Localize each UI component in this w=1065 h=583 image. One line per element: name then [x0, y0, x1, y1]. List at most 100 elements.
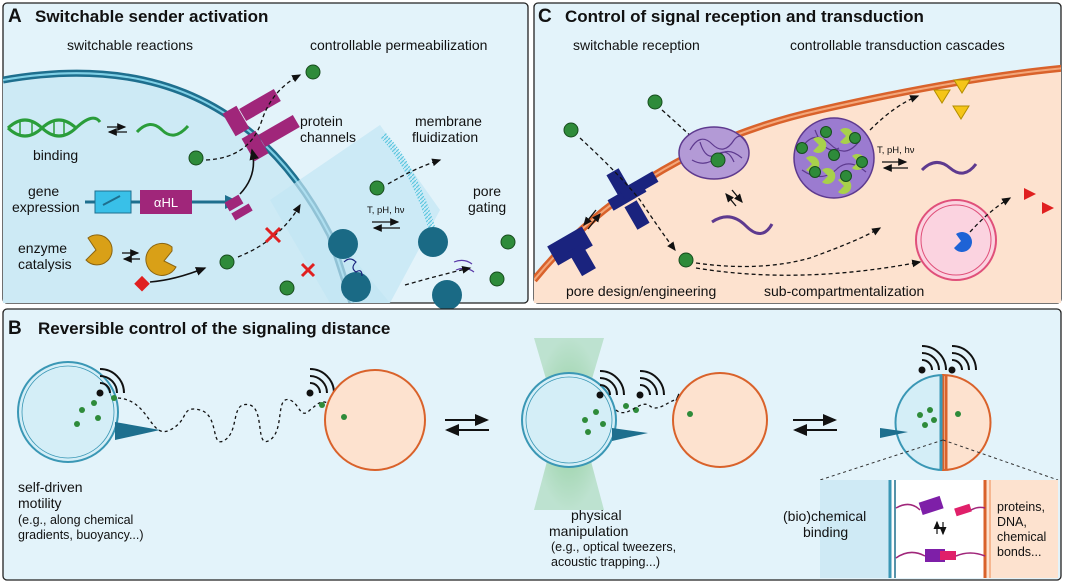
membrane-label-2: fluidization: [412, 129, 478, 145]
blocked-cross-icon: [300, 262, 316, 278]
broadcast-icon: [306, 368, 335, 397]
biochem-label-2: binding: [803, 524, 848, 540]
dna-helix-icon: [6, 116, 102, 138]
pore-closed-top: [328, 229, 358, 259]
biochem-label-1: (bio)chemical: [783, 508, 866, 524]
pore-label-1: pore: [473, 183, 501, 199]
fluid-membrane: [380, 132, 437, 233]
signal-molecule: [319, 402, 325, 408]
yellow-product-icon: [953, 79, 971, 94]
fluid-shade: [270, 125, 440, 303]
broadcast-icon: [918, 345, 947, 374]
receiver-cell: [324, 369, 426, 471]
product-strand-icon: [920, 161, 978, 175]
conditions-label-a: T, pH, hν: [367, 205, 405, 216]
equilibrium-arrows-binding-inset: [933, 520, 947, 536]
gate-plug-icon: [343, 258, 363, 277]
signal-molecule: [341, 414, 347, 420]
single-strand-icon: [135, 123, 190, 137]
signal-molecule: [955, 411, 961, 417]
pore-design-label: pore design/engineering: [566, 283, 716, 299]
binding-inset: [820, 480, 1058, 578]
substrate-icon: [134, 275, 150, 292]
signal-molecule: [369, 180, 385, 196]
panel-c: C Control of signal reception and transd…: [533, 2, 1062, 304]
membrane-label-1: membrane: [415, 113, 482, 129]
broadcast-icon: [596, 370, 625, 399]
pore-open-bottom: [432, 280, 462, 310]
panel-a-letter: A: [8, 6, 22, 27]
pore-open-top: [418, 227, 448, 257]
panel-a-title: Switchable sender activation: [35, 7, 268, 26]
signal-molecule: [305, 64, 321, 80]
proteins-label-2: DNA,: [997, 515, 1027, 529]
equilibrium-arrows-pore: [372, 218, 400, 232]
ahl-gene-box: [140, 190, 192, 214]
pore-label-2: gating: [468, 199, 506, 215]
broadcast-icon: [948, 345, 977, 374]
ahl-label: αHL: [154, 195, 178, 210]
enzyme-label-2: catalysis: [18, 256, 72, 272]
red-product-icon: [1042, 202, 1054, 214]
enzyme-label-1: enzyme: [18, 240, 67, 256]
signal-molecule: [687, 411, 693, 417]
header-controllable-permeabilization: controllable permeabilization: [310, 37, 487, 53]
promoter-switch-icon: [94, 190, 132, 214]
signal-molecule: [219, 254, 235, 270]
equilibrium-arrows-b2: [793, 414, 837, 436]
panel-c-title: Control of signal reception and transduc…: [565, 7, 924, 26]
sender-half-cell: [894, 373, 944, 472]
equilibrium-arrows-receptor: [583, 209, 601, 230]
protein-label-1: protein: [300, 113, 343, 129]
motility-label-2: motility: [18, 495, 62, 511]
motility-label-4: gradients, buoyancy...): [18, 528, 144, 542]
panel-b: B Reversible control of the signaling di…: [2, 308, 1062, 581]
compartment-enzyme-icon: [954, 231, 972, 252]
header-transduction-cascades: controllable transduction cascades: [790, 37, 1005, 53]
condensate-enzyme-icon: [793, 117, 875, 199]
binder-partner-icon: [954, 503, 972, 517]
broadcast-icon: [96, 368, 125, 397]
unfolded-strand-icon: [711, 215, 774, 235]
pore-closed-bottom: [341, 272, 371, 302]
signal-molecule: [188, 150, 204, 166]
panel-c-letter: C: [538, 6, 552, 27]
gene-label-2: expression: [12, 199, 80, 215]
sender-cell: [17, 361, 119, 463]
signal-molecule: [563, 122, 579, 138]
signal-molecule: [489, 271, 505, 287]
physical-label-4: acoustic trapping...): [551, 555, 660, 569]
motility-label-3: (e.g., along chemical: [18, 513, 133, 527]
yellow-product-icon: [933, 89, 951, 104]
blocked-cross-icon: [264, 226, 282, 244]
cell-c-membrane-inner: [534, 67, 1061, 281]
sub-compartment: [915, 199, 997, 281]
physical-label-2: manipulation: [549, 523, 628, 539]
signal-molecule: [678, 252, 694, 268]
protein-channel-icon: [222, 88, 300, 162]
enzyme-closed-icon: [85, 234, 113, 266]
signal-molecule: [647, 94, 663, 110]
equilibrium-arrows-condensate: [725, 189, 743, 207]
channel-fragment-icon: [224, 194, 253, 221]
subcompartment-label: sub-compartmentalization: [764, 283, 924, 299]
equilibrium-arrows-binding: [107, 123, 127, 136]
propulsion-cone-icon: [115, 422, 160, 440]
random-walk-path: [117, 397, 331, 443]
physical-label-3: (e.g., optical tweezers,: [551, 540, 676, 554]
signal-molecule: [279, 280, 295, 296]
header-switchable-reactions: switchable reactions: [67, 37, 193, 53]
physical-label-1: physical: [571, 507, 622, 523]
red-product-icon: [1024, 188, 1036, 200]
propulsion-cone-icon: [612, 428, 648, 441]
receiver-half-cell: [942, 373, 992, 472]
protein-label-2: channels: [300, 129, 356, 145]
signal-molecule: [111, 395, 117, 401]
proteins-label-4: bonds...: [997, 545, 1041, 559]
binding-label: binding: [33, 147, 78, 163]
enzyme-open-icon: [145, 242, 177, 276]
proteins-label-1: proteins,: [997, 500, 1045, 514]
conditions-label-c: T, pH, hν: [877, 145, 915, 156]
receiver-cell: [672, 372, 768, 468]
